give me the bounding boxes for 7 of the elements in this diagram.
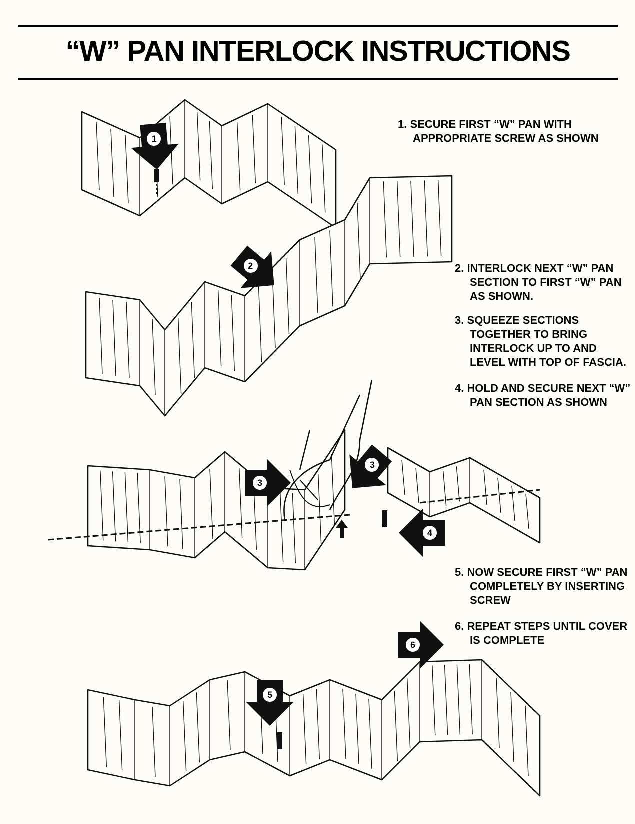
instruction-text: 5. NOW SECURE FIRST “W” PAN COMPLETELY BY INSERTING SCREW: [455, 566, 629, 608]
instruction-text: 2. INTERLOCK NEXT “W” PAN SECTION TO FIRST “W” PAN AS SHOWN.: [455, 262, 623, 304]
instruction-text: 4. HOLD AND SECURE NEXT “W” PAN SECTION AS SHOWN: [455, 382, 631, 410]
instruction-text: 6. REPEAT STEPS UNTIL COVER IS COMPLETE: [455, 620, 629, 648]
title: “W” PAN INTERLOCK INSTRUCTIONS: [64, 35, 572, 70]
instruction-text: 3. SQUEEZE SECTIONS TOGETHER TO BRING INTERLOCK UP TO AND LEVEL WITH TOP OF FASCIA.: [455, 314, 628, 370]
instruction-text: 1. SECURE FIRST “W” PAN WITH APPROPRIATE SCREW AS SHOWN: [398, 118, 600, 146]
